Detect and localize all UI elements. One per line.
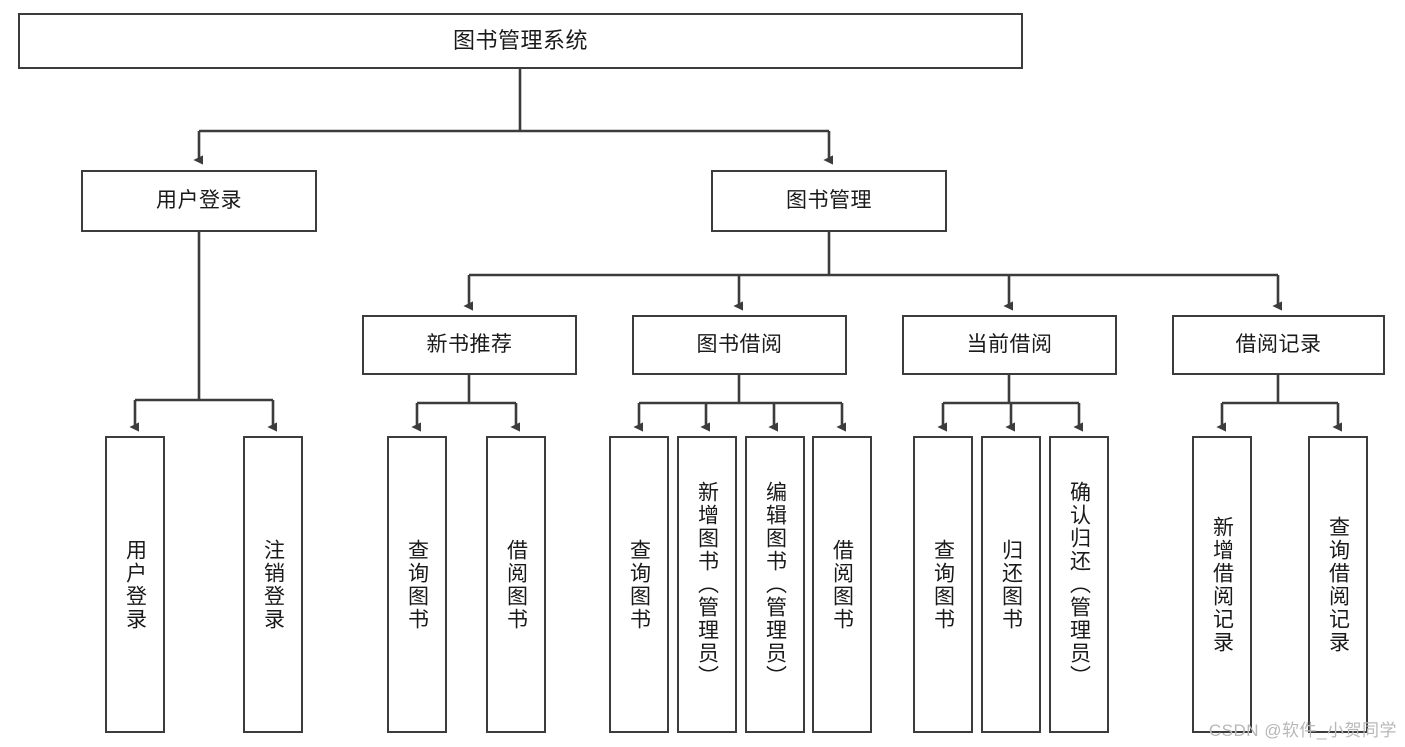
node-leaf-query-book-borrow[interactable]: 查询图书 [609,436,669,733]
node-label: 图书借阅 [696,333,783,357]
node-label: 图书管理系统 [452,27,588,53]
node-leaf-user-logout[interactable]: 注销登录 [243,436,303,733]
node-label: 确认归还（管理员） [1067,481,1091,688]
node-label: 查询图书 [405,538,429,631]
node-label: 用户登录 [123,538,147,631]
node-user-login[interactable]: 用户登录 [81,170,317,232]
node-leaf-add-book[interactable]: 新增图书（管理员） [677,436,737,733]
node-leaf-query-book-recommend[interactable]: 查询图书 [387,436,447,733]
node-label: 查询图书 [931,538,955,631]
node-new-book-recommend[interactable]: 新书推荐 [362,315,577,375]
node-root-system[interactable]: 图书管理系统 [18,13,1023,69]
node-label: 当前借阅 [966,333,1053,357]
node-leaf-return-book[interactable]: 归还图书 [981,436,1041,733]
node-label: 新书推荐 [426,333,513,357]
node-borrow-record[interactable]: 借阅记录 [1172,315,1385,375]
node-leaf-query-book-current[interactable]: 查询图书 [913,436,973,733]
node-label: 借阅图书 [504,538,528,631]
node-label: 查询图书 [627,538,651,631]
node-leaf-query-borrow-record[interactable]: 查询借阅记录 [1308,436,1368,733]
node-label: 查询借阅记录 [1326,515,1350,654]
node-leaf-borrow-book[interactable]: 借阅图书 [812,436,872,733]
node-label: 编辑图书（管理员） [763,481,787,688]
node-leaf-user-login[interactable]: 用户登录 [105,436,165,733]
node-label: 归还图书 [999,538,1023,631]
node-book-borrow[interactable]: 图书借阅 [632,315,847,375]
node-label: 注销登录 [261,538,285,631]
node-leaf-edit-book[interactable]: 编辑图书（管理员） [745,436,805,733]
node-label: 新增图书（管理员） [695,481,719,688]
node-label: 借阅图书 [830,538,854,631]
node-leaf-confirm-return[interactable]: 确认归还（管理员） [1049,436,1109,733]
node-label: 借阅记录 [1235,333,1322,357]
node-book-manage[interactable]: 图书管理 [711,170,947,232]
node-label: 新增借阅记录 [1210,515,1234,654]
node-label: 用户登录 [156,189,242,213]
node-leaf-borrow-book-recommend[interactable]: 借阅图书 [486,436,546,733]
node-leaf-add-borrow-record[interactable]: 新增借阅记录 [1192,436,1252,733]
csdn-watermark: CSDN @软件_小贺同学 [1208,721,1397,740]
node-current-borrow[interactable]: 当前借阅 [902,315,1117,375]
node-label: 图书管理 [786,189,872,213]
